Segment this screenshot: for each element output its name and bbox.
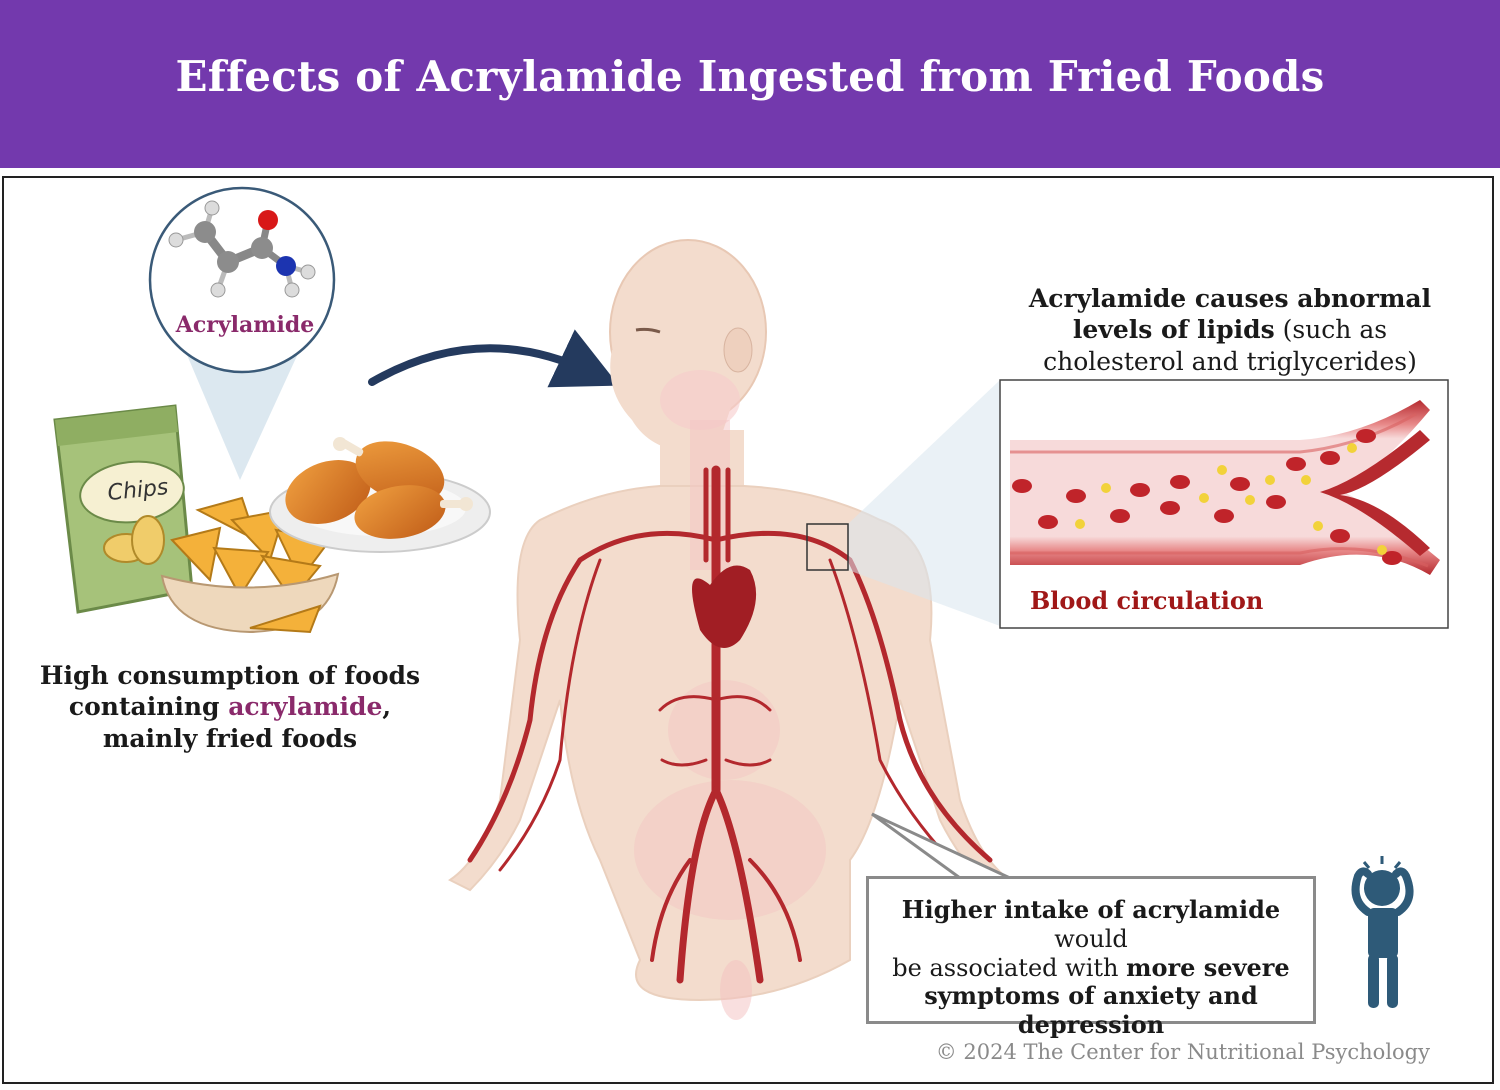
diagram-frame <box>2 176 1494 1084</box>
fried-chicken-icon <box>269 437 491 553</box>
copyright-notice: © 2024 The Center for Nutritional Psycho… <box>935 1040 1430 1064</box>
anxious-person-icon <box>1351 856 1414 1008</box>
anxiety-callout-text: Higher intake of acrylamide would be ass… <box>870 895 1312 1040</box>
anxiety-bold-2: more severe <box>1126 952 1290 982</box>
anxiety-callout-box <box>866 876 1316 1024</box>
zoom-projection <box>848 380 1000 626</box>
anxiety-bold-4: depression <box>1017 1010 1165 1040</box>
red-blood-cells <box>1012 429 1402 565</box>
food-caption-highlight: acrylamide <box>228 692 383 722</box>
food-caption-suffix: , <box>382 692 392 722</box>
lipid-caption: Acrylamide causes abnormal levels of lip… <box>1010 283 1450 377</box>
anxiety-bold-1: Higher intake of acrylamide <box>901 895 1281 924</box>
chip-bowl-icon <box>160 496 340 634</box>
chips-bag-icon <box>53 404 194 614</box>
circulatory-system-icon <box>467 465 993 984</box>
lipid-caption-line-3: cholesterol and triglycerides) <box>1043 346 1417 376</box>
food-caption-line-1: High consumption of foods <box>39 661 421 690</box>
food-caption-prefix: containing <box>68 692 229 722</box>
zoom-marker <box>806 523 849 571</box>
anxiety-bold-3: symptoms of anxiety and <box>924 981 1258 1011</box>
lipid-caption-bold-2: levels of lipids <box>1072 315 1275 345</box>
lipid-caption-normal-2: (such as <box>1274 315 1388 345</box>
food-caption-line-3: mainly fried foods <box>102 723 358 753</box>
lipid-caption-bold-1: Acrylamide causes abnormal <box>1028 284 1432 313</box>
lipid-particles <box>1075 443 1387 555</box>
ingestion-arrow <box>368 329 619 388</box>
anxiety-normal-2: be associated with <box>892 953 1127 982</box>
food-consumption-caption: High consumption of foods containing acr… <box>30 660 430 754</box>
blood-vessel-icon <box>1010 400 1440 575</box>
food-caption-line-2: containing acrylamide, <box>30 691 430 722</box>
blood-circulation-label: Blood circulation <box>1030 586 1264 615</box>
molecule-label: Acrylamide <box>175 312 315 338</box>
acrylamide-molecule-icon <box>168 200 316 298</box>
molecule-circle <box>148 186 336 374</box>
page-title: Effects of Acrylamide Ingested from Frie… <box>175 52 1325 101</box>
anxiety-normal-1: would <box>1054 924 1128 953</box>
heart-icon <box>692 565 757 648</box>
title-banner: Effects of Acrylamide Ingested from Frie… <box>0 0 1500 168</box>
molecule-callout <box>148 186 336 480</box>
